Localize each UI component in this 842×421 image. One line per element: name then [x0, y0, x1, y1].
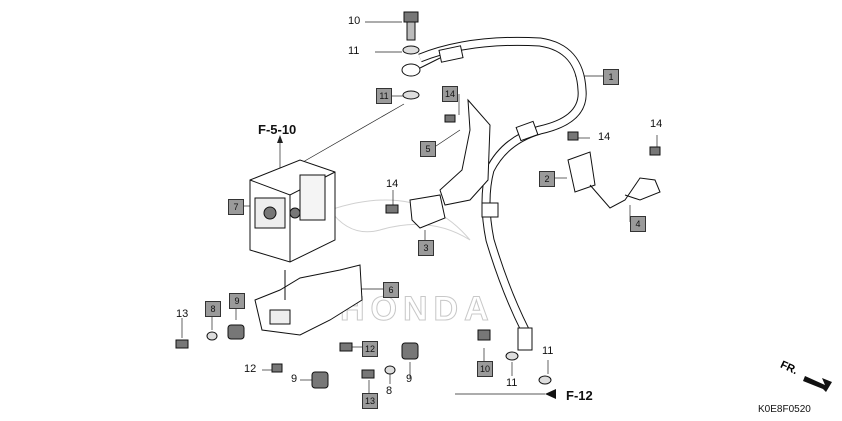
abs-modulator [249, 159, 336, 263]
grommets [227, 324, 419, 389]
callout-9: 9 [406, 373, 413, 385]
watermark-wing [329, 199, 471, 241]
clamp-and-stay [567, 131, 661, 209]
watermark-logo: HONDA [340, 290, 495, 328]
callout-box-5: 5 [420, 141, 436, 157]
callout-9: 9 [291, 373, 298, 385]
banjo-bolt-top [401, 11, 441, 100]
callout-14: 14 [650, 118, 663, 130]
hose-bracket [439, 98, 491, 206]
callout-12: 12 [244, 363, 257, 375]
small-fasteners [175, 329, 552, 385]
callout-box-6: 6 [383, 282, 399, 298]
callout-10: 10 [348, 15, 361, 27]
modulator-bracket [254, 264, 363, 336]
callout-11: 11 [542, 345, 554, 357]
callout-13: 13 [176, 308, 189, 320]
callout-box-2: 2 [539, 171, 555, 187]
callout-box-8: 8 [205, 301, 221, 317]
callout-box-11: 11 [376, 88, 392, 104]
hose-clamp [385, 194, 446, 229]
callout-box-3: 3 [418, 240, 434, 256]
reference-f-5-10: F-5-10 [258, 122, 297, 137]
reference-f-12: F-12 [566, 388, 593, 403]
callout-14: 14 [598, 131, 611, 143]
callout-box-10: 10 [477, 361, 493, 377]
diagram-code: K0E8F0520 [758, 404, 811, 415]
callout-11: 11 [348, 45, 360, 57]
front-direction-arrow [803, 376, 832, 392]
callout-box-13: 13 [362, 393, 378, 409]
callout-box-1: 1 [603, 69, 619, 85]
brake-hose [418, 36, 587, 351]
callout-box-7: 7 [228, 199, 244, 215]
callout-14: 14 [386, 178, 399, 190]
callout-box-9: 9 [229, 293, 245, 309]
callout-box-12: 12 [362, 341, 378, 357]
callout-box-14: 14 [442, 86, 458, 102]
callout-8: 8 [386, 385, 393, 397]
callout-11: 11 [506, 377, 518, 389]
callout-box-4: 4 [630, 216, 646, 232]
